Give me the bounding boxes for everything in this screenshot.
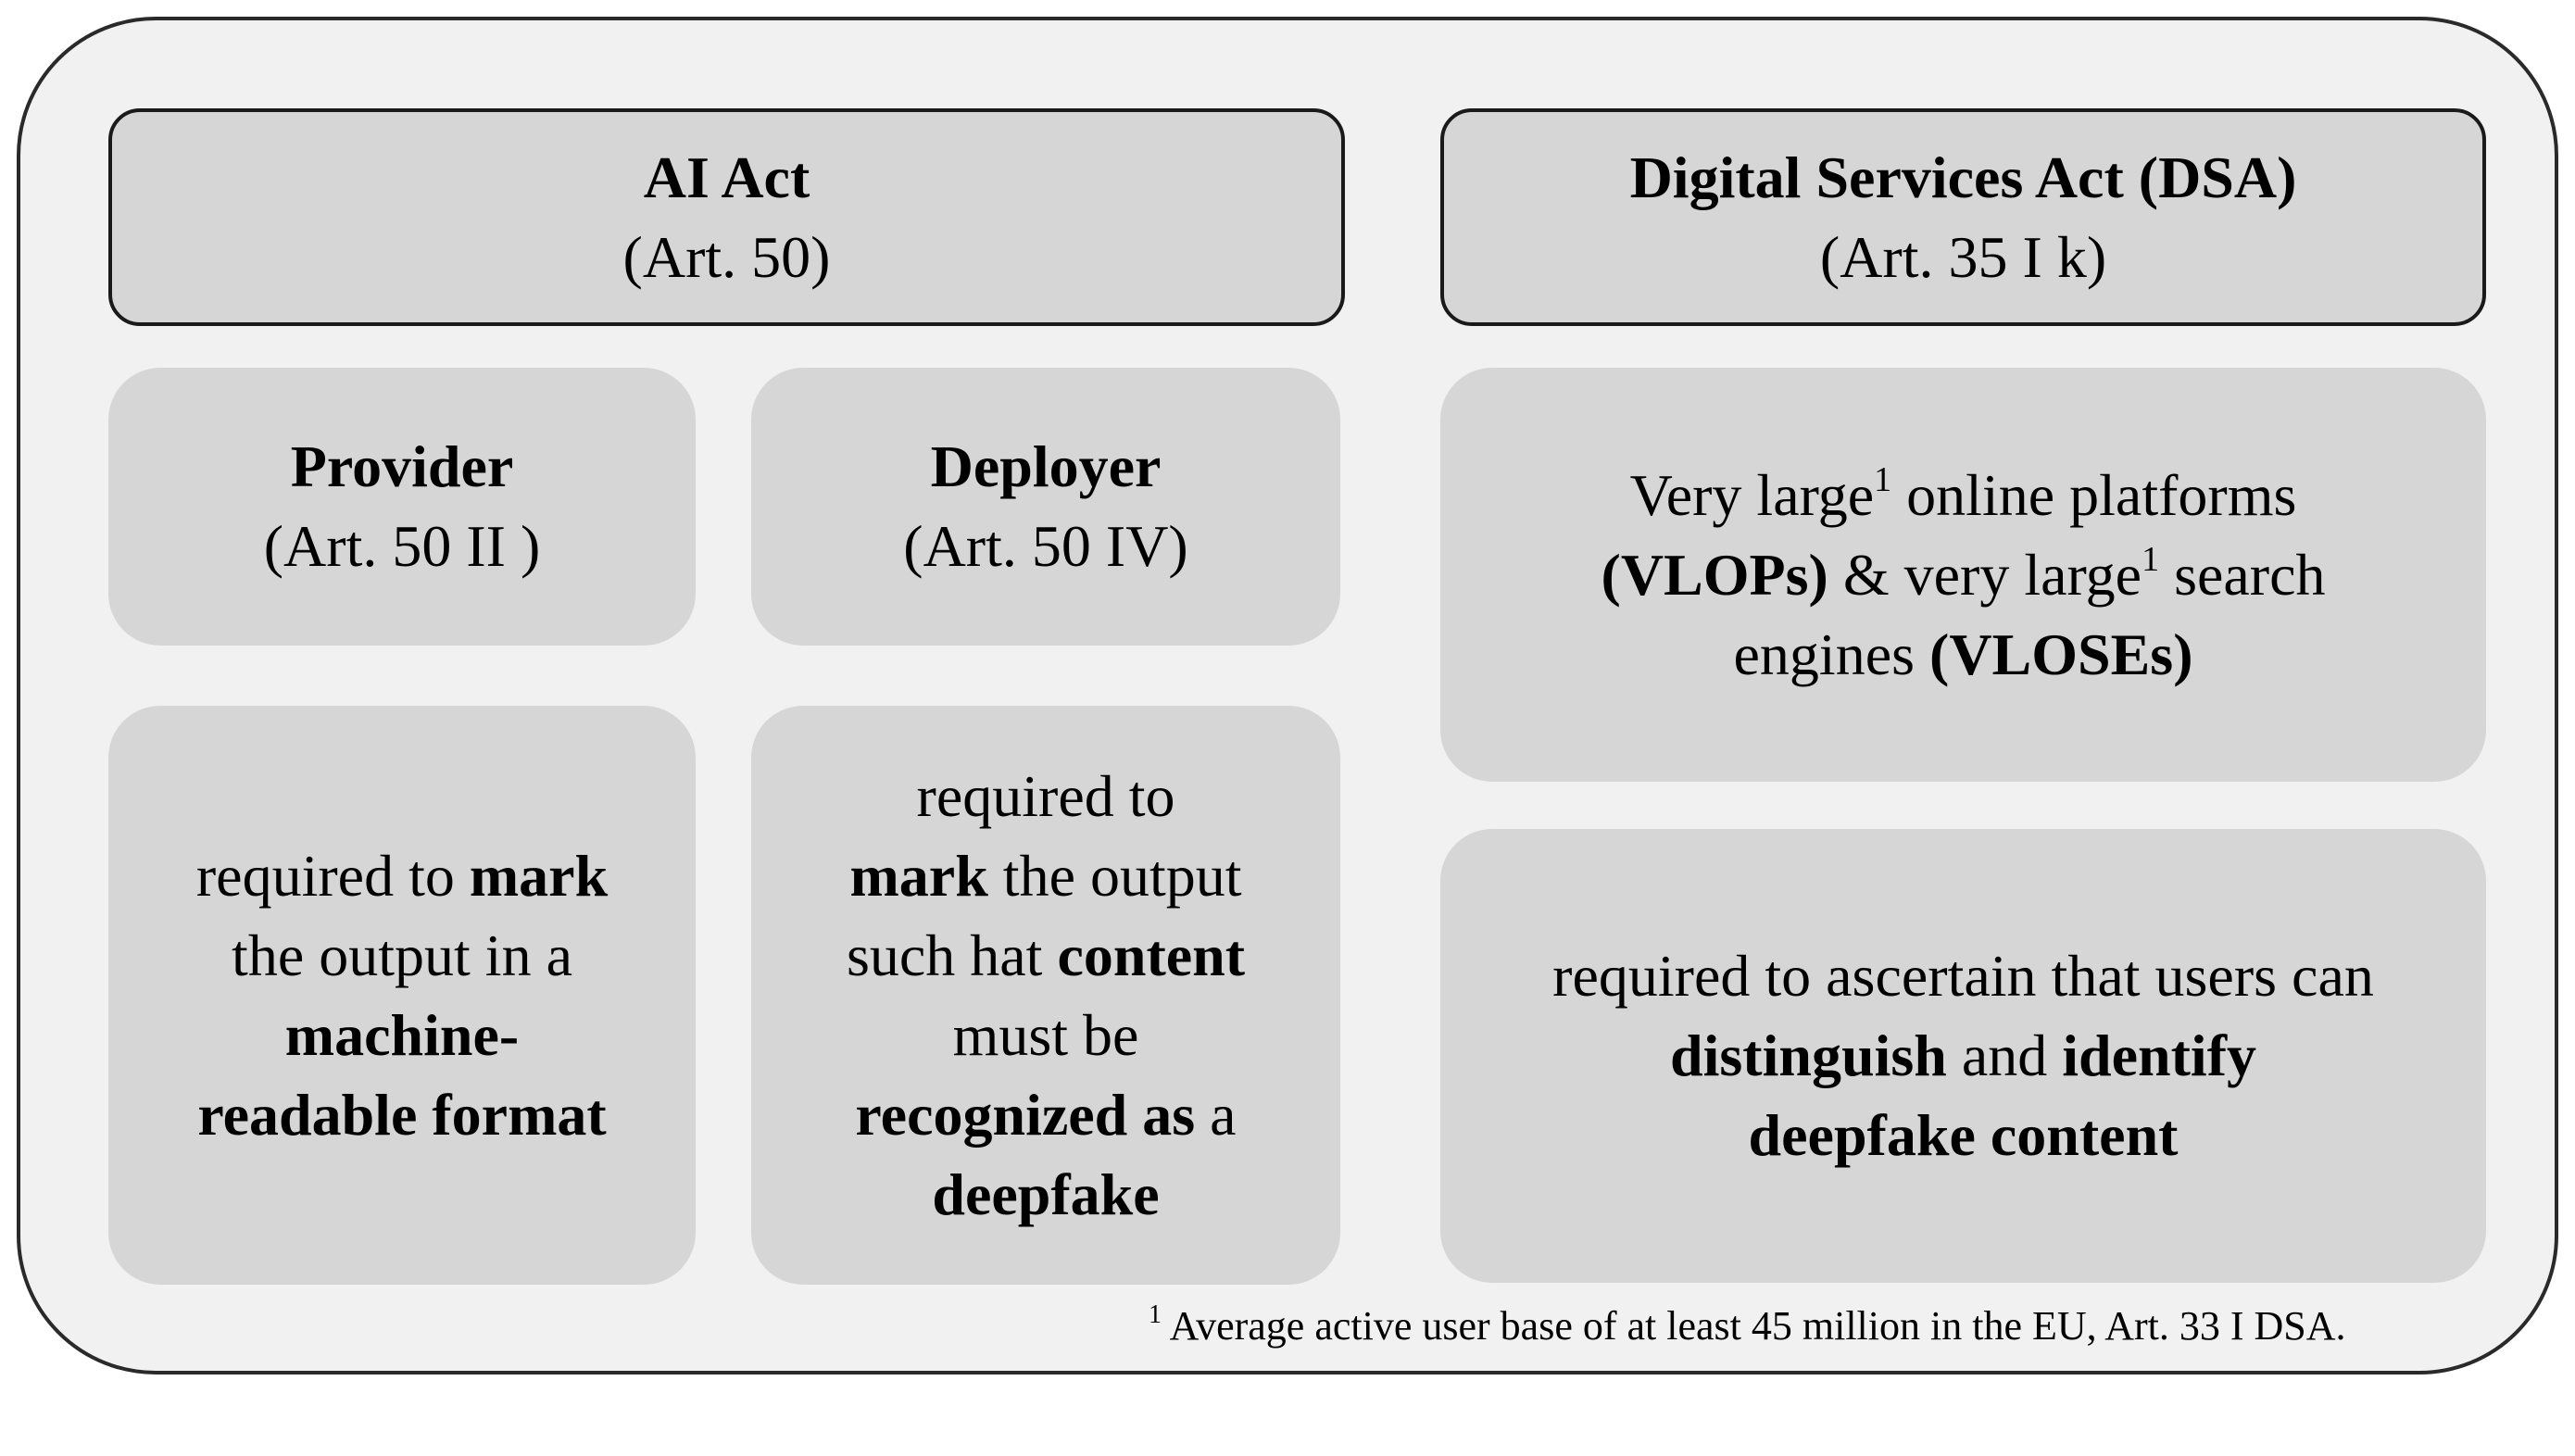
deployer-article: (Art. 50 IV) <box>903 513 1188 579</box>
text-line: Very large1 online platforms <box>1630 456 2297 535</box>
provider-article: (Art. 50 II ) <box>263 513 541 579</box>
bold-run: identify <box>2062 1023 2257 1088</box>
ai-act-header: AI Act (Art. 50) <box>108 108 1345 326</box>
dsa-scope-text: Very large1 online platforms(VLOPs) & ve… <box>1602 456 2326 695</box>
text-line: the output in a <box>232 916 572 996</box>
bold-run: recognized as <box>855 1081 1196 1148</box>
footnote-ref: 1 <box>1874 459 1892 499</box>
text-line: readable format <box>197 1075 606 1155</box>
bold-run: mark <box>469 842 609 909</box>
bold-run: content <box>1057 922 1246 988</box>
text-line: such hat content <box>847 916 1245 996</box>
text-line: machine- <box>285 996 519 1075</box>
footnote: 1 Average active user base of at least 4… <box>1149 1299 2346 1354</box>
text-line: mark the output <box>849 836 1241 916</box>
text-run: a <box>1195 1081 1237 1148</box>
provider-box: Provider (Art. 50 II ) <box>108 368 696 646</box>
text-run: search <box>2159 541 2326 608</box>
dsa-duty-text: required to ascertain that users can dist… <box>1552 936 2374 1175</box>
text-run: required to ascertain that users can <box>1552 943 2374 1009</box>
deployer-title: Deployer <box>930 433 1162 499</box>
bold-run: mark <box>849 842 988 909</box>
text-run: must be <box>952 1001 1139 1068</box>
text-line: deepfake <box>932 1155 1159 1235</box>
text-line: required to ascertain that users can <box>1552 936 2374 1016</box>
text-run: the output <box>987 842 1242 909</box>
text-line: required to mark <box>196 836 608 916</box>
text-line: must be <box>953 996 1139 1075</box>
text-line: required to <box>917 757 1175 836</box>
text-run: & very large <box>1828 541 2142 608</box>
dsa-header: Digital Services Act (DSA) (Art. 35 I k) <box>1440 108 2486 326</box>
text-line: distinguish and identify <box>1670 1016 2256 1096</box>
text-run: required to <box>916 762 1175 829</box>
text-run: online platforms <box>1891 461 2297 528</box>
bold-run: machine- <box>284 1001 520 1068</box>
bold-run: readable format <box>197 1081 607 1148</box>
footnote-ref: 1 <box>2142 539 2160 579</box>
bold-run: distinguish <box>1669 1023 1947 1088</box>
ai-act-article: (Art. 50) <box>622 223 831 290</box>
text-run: required to <box>195 842 470 909</box>
dsa-title: Digital Services Act (DSA) <box>1629 144 2297 210</box>
dsa-scope-box: Very large1 online platforms(VLOPs) & ve… <box>1440 368 2486 782</box>
text-run: such hat <box>846 922 1058 988</box>
bold-run: (VLOPs) <box>1601 541 1828 608</box>
text-line: engines (VLOSEs) <box>1734 615 2193 695</box>
bold-run: (VLOSEs) <box>1929 621 2193 687</box>
bold-run: deepfake content <box>1748 1102 2179 1168</box>
deployer-box: Deployer (Art. 50 IV) <box>751 368 1340 646</box>
dsa-duty-box: required to ascertain that users can dist… <box>1440 829 2486 1283</box>
text-run: the output in a <box>232 922 572 988</box>
footnote-marker: 1 <box>1149 1300 1162 1329</box>
provider-title: Provider <box>290 433 514 499</box>
footnote-text: Average active user base of at least 45 … <box>1162 1303 2346 1349</box>
bold-run: deepfake <box>932 1161 1160 1227</box>
text-line: recognized as a <box>855 1075 1236 1155</box>
text-run: and <box>1946 1023 2063 1088</box>
text-line: deepfake content <box>1749 1096 2179 1175</box>
text-run: engines <box>1733 621 1929 687</box>
text-run: Very large <box>1629 461 1875 528</box>
dsa-article: (Art. 35 I k) <box>1819 223 2107 290</box>
ai-act-title: AI Act <box>643 144 810 210</box>
text-line: (VLOPs) & very large1 search <box>1602 535 2326 615</box>
